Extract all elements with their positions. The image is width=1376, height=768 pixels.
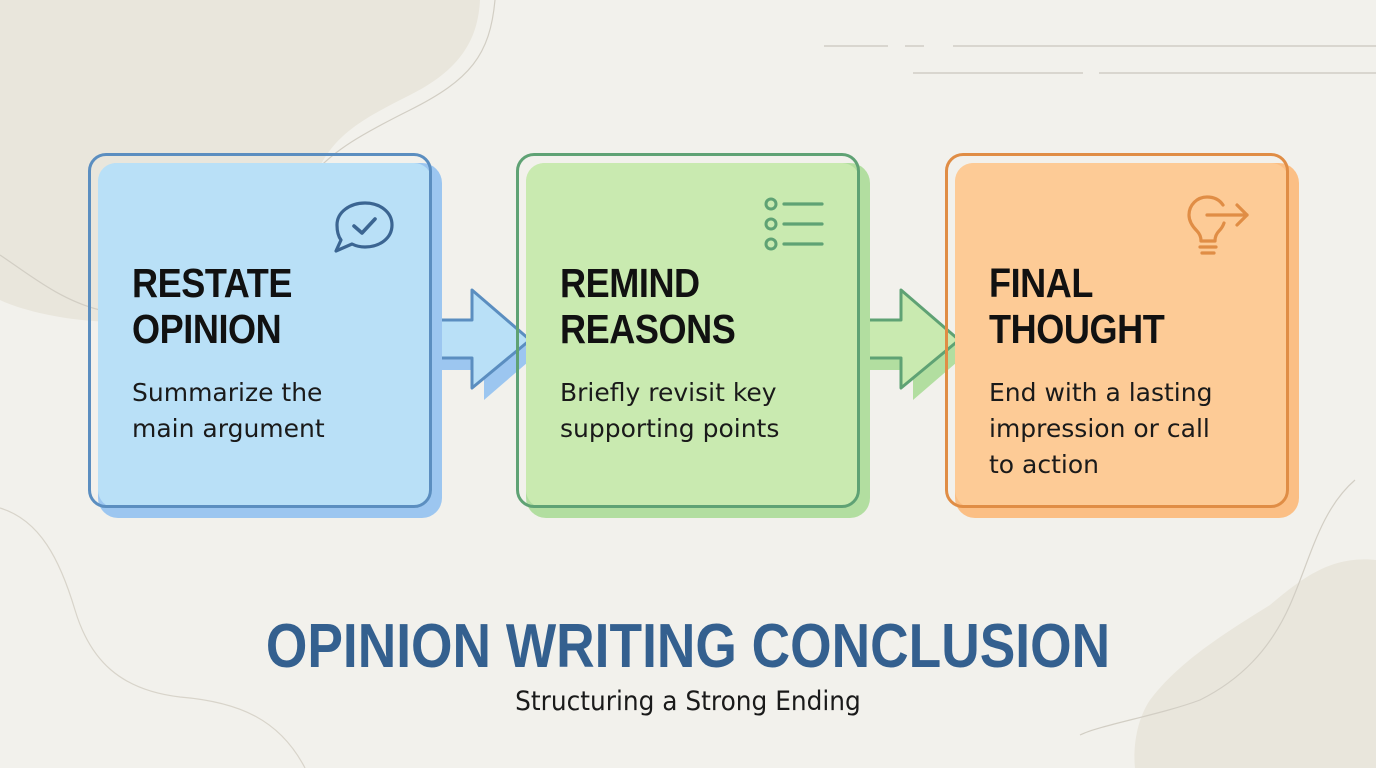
step-description: End with a lasting impression or call to… xyxy=(989,378,1213,479)
step-card-restate-opinion: RESTATE OPINION Summarize the main argum… xyxy=(88,153,442,518)
step-title: RESTATE OPINION xyxy=(132,260,292,352)
lightbulb-arrow-icon xyxy=(1187,195,1249,255)
step-title: REMIND REASONS xyxy=(560,260,736,352)
page-title: OPINION WRITING CONCLUSION xyxy=(265,612,1111,681)
speech-bubble-check-icon xyxy=(334,201,394,253)
step-card-remind-reasons: REMIND REASONS Briefly revisit key suppo… xyxy=(516,153,870,518)
step-description: Summarize the main argument xyxy=(132,378,325,443)
step-title: FINAL THOUGHT xyxy=(989,260,1165,352)
page-subtitle: Structuring a Strong Ending xyxy=(515,686,861,717)
step-card-final-thought: FINAL THOUGHT End with a lasting impress… xyxy=(945,153,1299,518)
step-description: Briefly revisit key supporting points xyxy=(560,378,780,443)
bullet-list-icon xyxy=(764,197,824,251)
